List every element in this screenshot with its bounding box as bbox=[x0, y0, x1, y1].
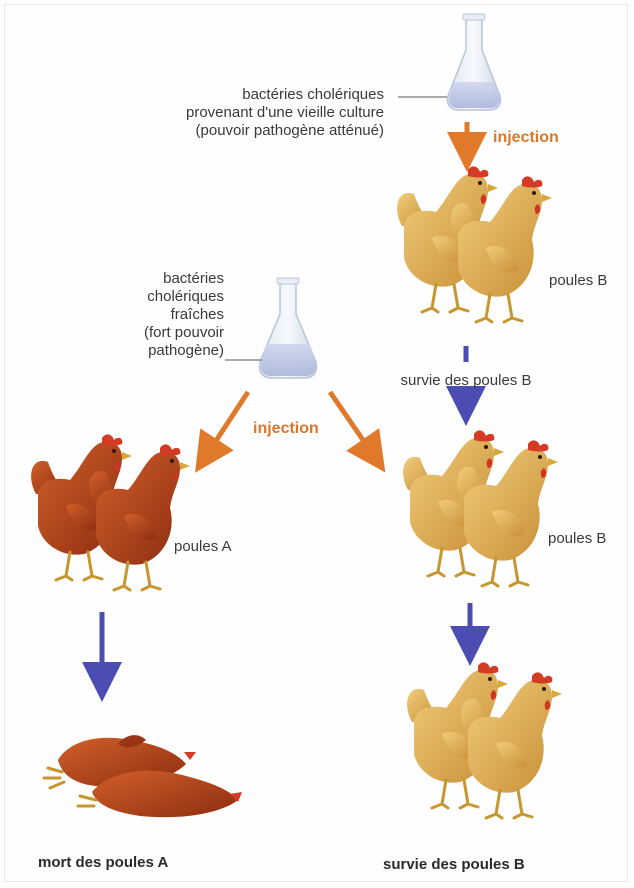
survival-b-label-1: survie des poules B bbox=[386, 372, 546, 390]
old-culture-line1: bactéries cholériques bbox=[150, 86, 384, 104]
hens-b-top-group bbox=[397, 166, 552, 322]
fresh-culture-line1: bactéries bbox=[96, 270, 224, 288]
dead-hens-a-group bbox=[44, 735, 242, 817]
old-culture-label: bactéries cholériques provenant d'une vi… bbox=[150, 86, 384, 140]
hens-a-label: poules A bbox=[174, 538, 232, 556]
injection-arrow-left bbox=[206, 392, 248, 456]
flask-old-culture-icon bbox=[447, 14, 500, 110]
old-culture-line3: (pouvoir pathogène atténué) bbox=[150, 122, 384, 140]
hens-b-middle-group bbox=[403, 430, 558, 586]
fresh-culture-line3: fraîches bbox=[96, 306, 224, 324]
hens-a-group bbox=[31, 434, 190, 590]
injection-arrow-right bbox=[330, 392, 374, 456]
death-a-label: mort des poules A bbox=[38, 854, 168, 872]
injection-label-middle: injection bbox=[253, 420, 319, 438]
fresh-culture-line5: pathogène) bbox=[96, 342, 224, 360]
survival-b-label-2: survie des poules B bbox=[383, 856, 525, 874]
hens-b-bottom-group bbox=[407, 662, 562, 818]
hens-b-top-label: poules B bbox=[549, 272, 607, 290]
flask-fresh-culture-icon bbox=[260, 278, 317, 378]
injection-label-top: injection bbox=[493, 129, 559, 147]
fresh-culture-label: bactéries cholériques fraîches (fort pou… bbox=[96, 270, 224, 360]
fresh-culture-line4: (fort pouvoir bbox=[96, 324, 224, 342]
old-culture-line2: provenant d'une vieille culture bbox=[150, 104, 384, 122]
hens-b-middle-label: poules B bbox=[548, 530, 606, 548]
fresh-culture-line2: cholériques bbox=[96, 288, 224, 306]
